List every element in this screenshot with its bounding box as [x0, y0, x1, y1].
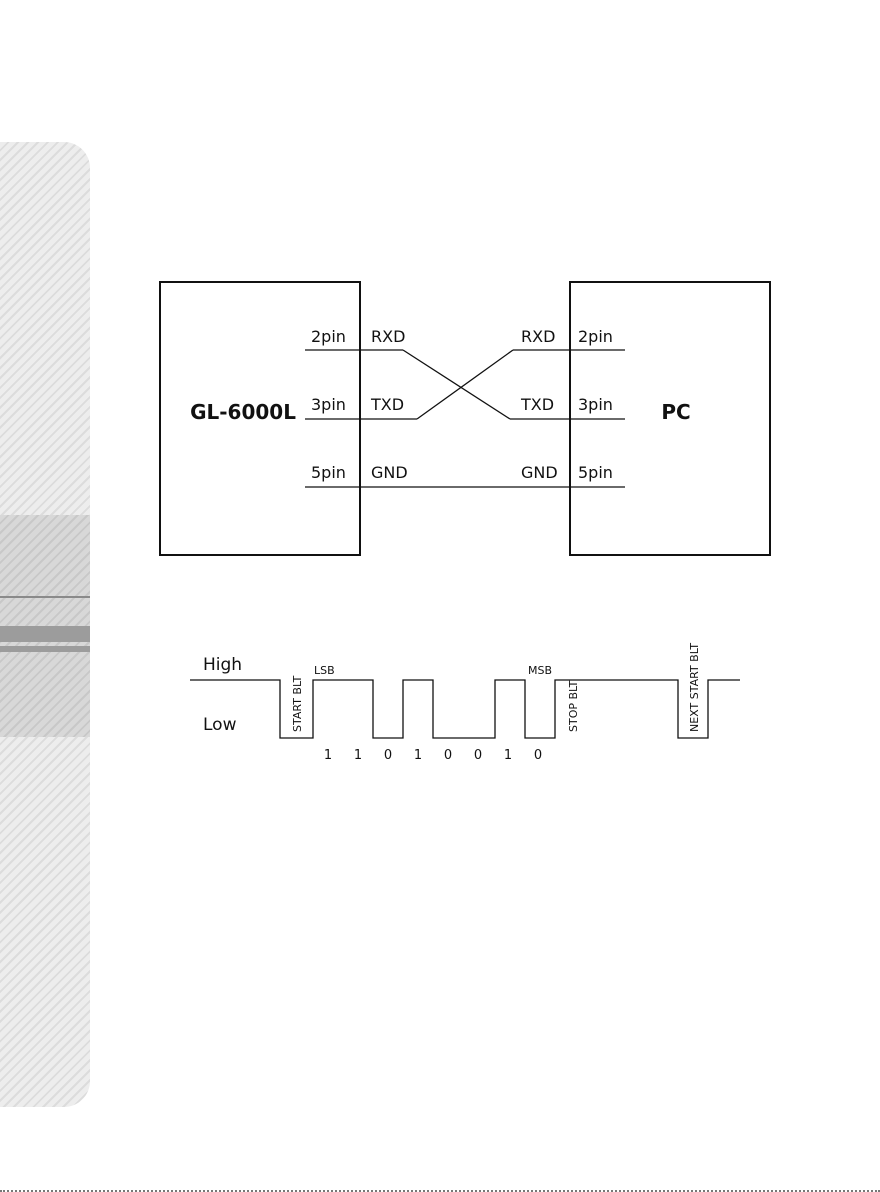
- left-signal-label: RXD: [371, 327, 405, 346]
- right-pin-label: 3pin: [578, 395, 613, 414]
- right-pin-label: 2pin: [578, 327, 613, 346]
- left-pin-label: 5pin: [311, 463, 346, 482]
- left-device-label: GL-6000L: [190, 400, 296, 424]
- bit-value: 1: [324, 748, 332, 763]
- bit-value: 0: [444, 748, 452, 763]
- start-bit-label: START BLT: [291, 675, 304, 732]
- left-signal-label: GND: [371, 463, 408, 482]
- lsb-label: LSB: [314, 664, 335, 677]
- left-pin-label: 2pin: [311, 327, 346, 346]
- right-signal-label: TXD: [520, 395, 554, 414]
- msb-label: MSB: [528, 664, 552, 677]
- bit-value: 1: [414, 748, 422, 763]
- bit-value: 0: [384, 748, 392, 763]
- bit-value: 0: [534, 748, 542, 763]
- cross-wire-1: [403, 350, 510, 419]
- bit-value: 0: [474, 748, 482, 763]
- bit-value: 1: [504, 748, 512, 763]
- right-device-label: PC: [661, 400, 690, 424]
- bit-value: 1: [354, 748, 362, 763]
- stop-bit-label: STOP BLT: [567, 680, 580, 732]
- cross-wire-2: [417, 350, 513, 419]
- right-signal-label: GND: [521, 463, 558, 482]
- left-pin-label: 3pin: [311, 395, 346, 414]
- high-level-label: High: [203, 655, 242, 675]
- left-signal-label: TXD: [370, 395, 404, 414]
- next-start-bit-label: NEXT START BLT: [688, 643, 701, 732]
- low-level-label: Low: [203, 715, 237, 735]
- right-pin-label: 5pin: [578, 463, 613, 482]
- right-signal-label: RXD: [521, 327, 555, 346]
- serial-waveform: [190, 680, 740, 738]
